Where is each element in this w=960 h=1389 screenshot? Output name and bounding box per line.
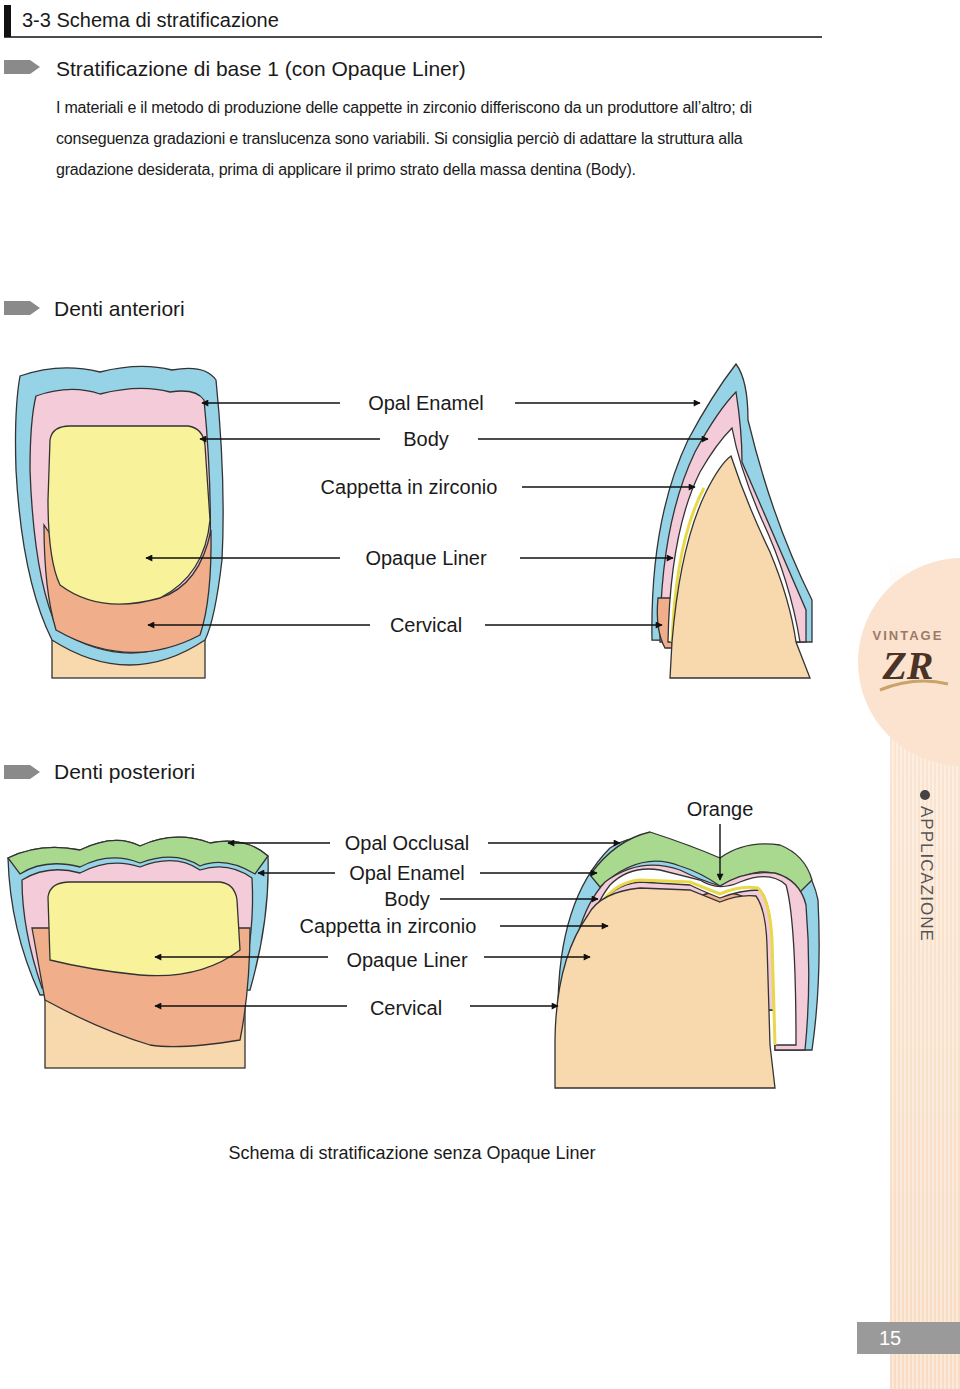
drawing-part (858, 558, 960, 766)
section-heading: Stratificazione di base 1 (con Opaque Li… (56, 57, 466, 81)
drawing-part (155, 1005, 347, 1006)
layer-label: Orange (687, 798, 754, 821)
layer-label: Cervical (390, 614, 462, 637)
page-number: 15 (879, 1327, 901, 1350)
drawing-part (16, 366, 224, 665)
page-title: 3-3 Schema di stratificazione (22, 9, 279, 32)
drawing-part (200, 438, 380, 439)
anterior-side-tooth (652, 364, 812, 678)
drawing-part (470, 1005, 558, 1006)
posterior-front-tooth (8, 837, 268, 1068)
drawing-part (258, 872, 335, 873)
drawing-part (670, 456, 810, 678)
drawing-part (515, 402, 700, 403)
header (4, 5, 822, 779)
leader-arrows (146, 403, 720, 1006)
drawing-part (48, 882, 240, 976)
layer-label: Cervical (370, 997, 442, 1020)
anterior-front-tooth (16, 366, 224, 678)
drawing-part (485, 624, 662, 625)
layer-label: Opaque Liner (365, 547, 486, 570)
section-tab: APPLICAZIONE (916, 806, 936, 942)
intro-paragraph: I materiali e il metodo di produzione de… (56, 92, 816, 185)
drawing-part (522, 486, 695, 487)
drawing-part (440, 898, 598, 899)
drawing-part (4, 765, 40, 779)
drawing-part (478, 438, 708, 439)
drawing-part (4, 36, 822, 38)
layer-label: Cappetta in zirconio (300, 915, 477, 938)
drawing-part (500, 925, 608, 926)
layer-label: Body (384, 888, 430, 911)
drawing-part (857, 1322, 960, 1354)
section-heading: Denti anteriori (54, 297, 185, 321)
section-heading: Denti posteriori (54, 760, 195, 784)
layer-label: Cappetta in zirconio (321, 476, 498, 499)
brand-logo: ZR (882, 643, 933, 689)
drawing-part (719, 824, 720, 880)
drawing-part (555, 888, 775, 1088)
layer-label: Opaque Liner (346, 949, 467, 972)
layer-label: Opal Enamel (368, 392, 484, 415)
margin-decoration (857, 558, 960, 1389)
layer-label: Body (403, 428, 449, 451)
drawing-part (155, 956, 328, 957)
brand-logo: VINTAGE (873, 629, 944, 644)
layer-label: Opal Occlusal (345, 832, 470, 855)
drawing-part (488, 842, 620, 843)
drawing-part (30, 388, 210, 653)
layer-label: Opal Enamel (349, 862, 465, 885)
drawing-part (48, 426, 210, 604)
drawing-part (480, 872, 597, 873)
drawing-part (4, 5, 11, 37)
drawing-part (520, 557, 673, 558)
drawing-part (4, 301, 40, 315)
drawing-part (146, 557, 340, 558)
drawing-part (228, 842, 330, 843)
figure-caption: Schema di stratificazione senza Opaque L… (228, 1143, 595, 1164)
drawing-part (202, 402, 340, 403)
drawing-part (4, 60, 40, 74)
posterior-side-tooth (555, 832, 819, 1088)
drawing-part (484, 956, 590, 957)
drawing-part (920, 790, 930, 800)
drawing-part (148, 624, 370, 625)
